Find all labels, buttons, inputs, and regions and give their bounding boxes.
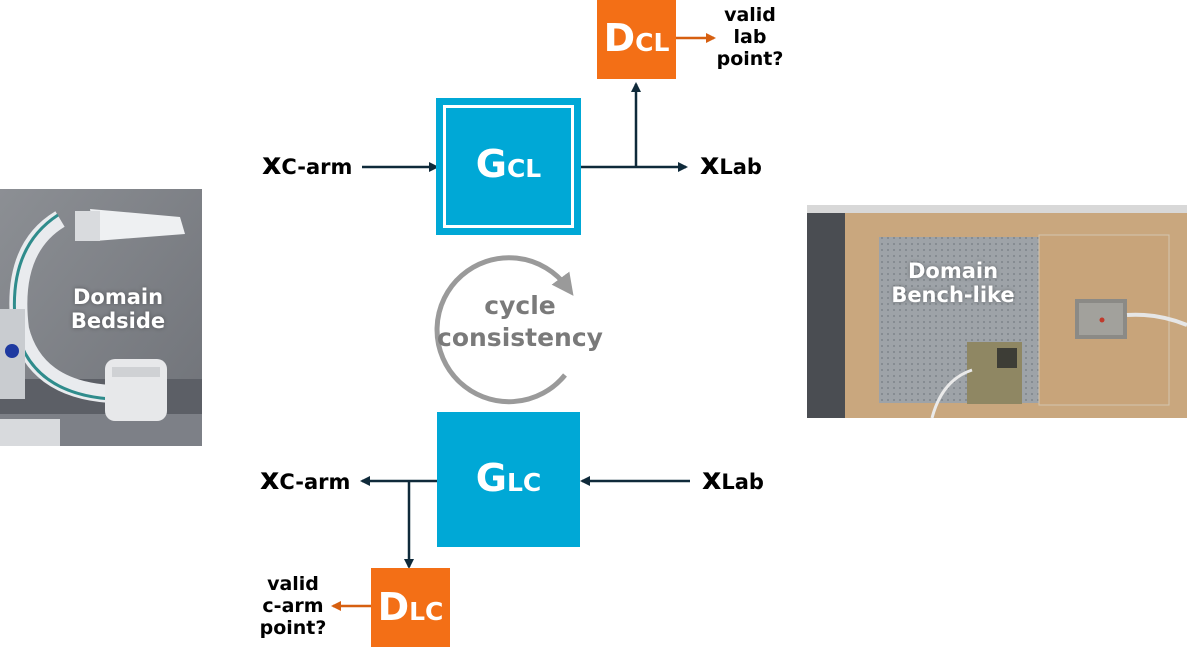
discriminator-lc-box: DLC <box>371 568 450 647</box>
discriminator-cl-label: DCL <box>597 16 676 60</box>
generator-cl-main: G <box>475 142 507 186</box>
cycle-label-line2: consistency <box>437 323 603 352</box>
x-lab-top-sub: Lab <box>719 155 762 179</box>
x-carm-top-main: x <box>262 147 282 182</box>
bench-illustration <box>807 205 1187 418</box>
dcl-question-line1: valid <box>724 4 776 26</box>
domain-benchlike-line2: Bench-like <box>891 283 1015 307</box>
discriminator-lc-main: D <box>377 585 410 629</box>
x-carm-top-sub: C-arm <box>281 155 353 179</box>
dlc-question-line2: c-arm <box>262 595 324 617</box>
domain-bedside-line2: Bedside <box>70 309 166 333</box>
x-carm-bottom-sub: C-arm <box>279 470 351 494</box>
dcl-question-line3: point? <box>716 48 784 70</box>
domain-bedside-line1: Domain <box>72 285 164 309</box>
x-lab-bottom-sub: Lab <box>721 470 764 494</box>
generator-lc-box: GLC <box>437 412 580 547</box>
x-lab-bottom-label: xLab <box>702 465 764 497</box>
generator-cl-box: GCL <box>436 98 581 235</box>
x-carm-top-label: xC-arm <box>262 150 352 182</box>
dlc-question-line1: valid <box>267 573 319 595</box>
x-lab-top-main: x <box>700 147 720 182</box>
generator-cl-inner-border <box>443 105 574 228</box>
discriminator-cl-main: D <box>603 16 636 60</box>
benchlike-photo: Domain Bench-like <box>807 205 1187 418</box>
x-lab-top-label: xLab <box>700 150 762 182</box>
domain-bedside-label: Domain Bedside <box>58 285 178 333</box>
discriminator-cl-question: valid lab point? <box>705 4 795 70</box>
generator-lc-label: GLC <box>437 456 580 500</box>
domain-benchlike-line1: Domain <box>907 259 999 283</box>
discriminator-lc-question: valid c-arm point? <box>248 573 338 639</box>
x-carm-bottom-main: x <box>260 462 280 497</box>
c-arm-illustration <box>0 189 202 446</box>
generator-cl-sub: CL <box>506 154 542 183</box>
domain-benchlike-label: Domain Bench-like <box>883 259 1023 307</box>
x-carm-bottom-label: xC-arm <box>260 465 350 497</box>
generator-lc-main: G <box>475 456 507 500</box>
cycle-arc <box>434 255 574 405</box>
x-lab-bottom-main: x <box>702 462 722 497</box>
discriminator-lc-sub: LC <box>409 597 444 626</box>
discriminator-lc-label: DLC <box>371 585 450 629</box>
cycle-label-line1: cycle <box>484 291 556 320</box>
generator-lc-sub: LC <box>506 468 542 497</box>
cycle-consistency-label: cycle consistency <box>420 290 620 354</box>
discriminator-cl-sub: CL <box>635 28 670 57</box>
bedside-photo: Domain Bedside <box>0 189 202 446</box>
dlc-question-line3: point? <box>259 617 327 639</box>
discriminator-cl-box: DCL <box>597 0 676 79</box>
generator-cl-label: GCL <box>436 142 581 186</box>
dcl-question-line2: lab <box>733 26 767 48</box>
